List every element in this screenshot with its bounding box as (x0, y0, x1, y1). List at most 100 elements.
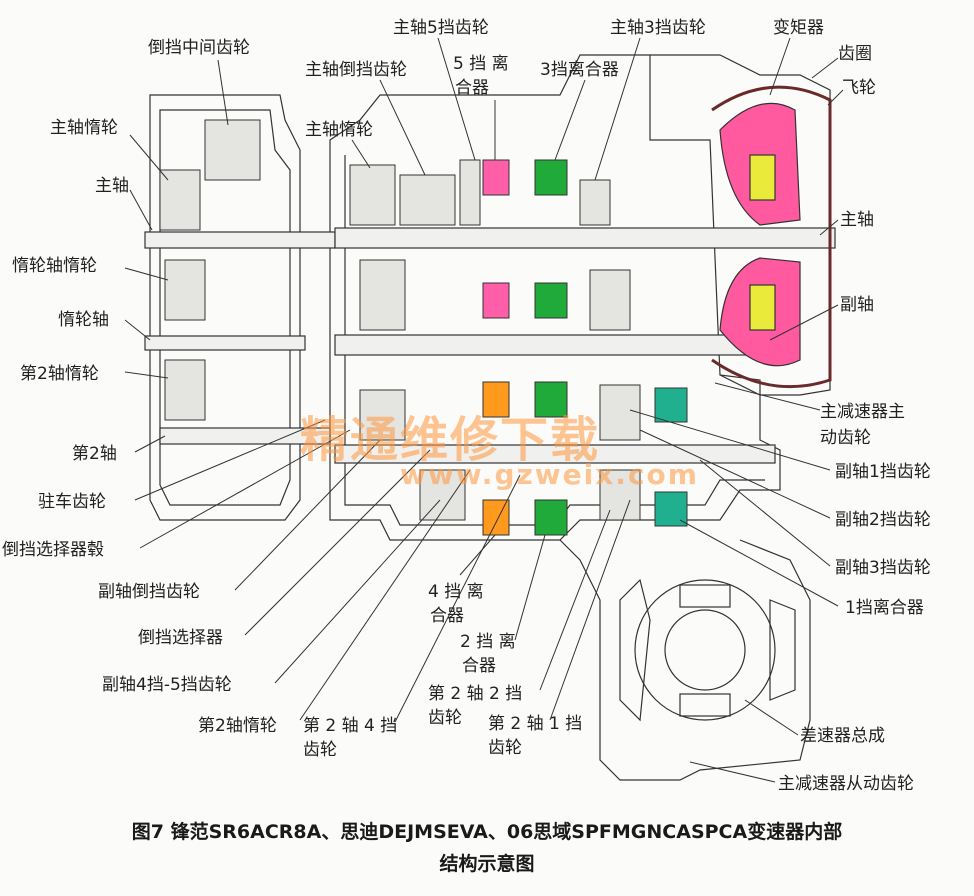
leader-clutch-2nd (514, 534, 546, 641)
clutch-5th-lower (482, 282, 510, 319)
label-flywheel: 飞轮 (842, 78, 876, 98)
label-idler-shaft: 惰轮轴 (58, 310, 109, 330)
leader-ss2-2nd (539, 509, 611, 691)
label-clutch-2nd-a: 2 挡 离 (460, 632, 516, 652)
leader-ss2-1st (549, 499, 631, 721)
watermark-title: 精通维修下载 (300, 412, 601, 468)
leader-counter-1st (629, 409, 831, 471)
label-ss2-2nd-a: 第 2 轴 2 挡 (428, 684, 523, 704)
differential-gear-bottom (679, 693, 731, 717)
leader-idler-shaft-idler (124, 267, 169, 281)
label-counter-3rd: 副轴3挡齿轮 (835, 558, 931, 578)
label-ss2-1st-b: 齿轮 (488, 738, 522, 758)
leader-main-idler-center (351, 139, 371, 169)
leader-ss2-idler (299, 469, 471, 721)
differential-inner (664, 609, 746, 691)
leader-countershaft (769, 304, 839, 341)
label-ss2-4th-a: 第 2 轴 4 挡 (303, 716, 398, 736)
second-shaft-left (159, 427, 331, 445)
main-idler-gear-left (159, 169, 201, 231)
clutch-2nd-upper (534, 381, 568, 418)
label-park-gear: 驻车齿轮 (38, 492, 106, 512)
leader-main-3rd (594, 37, 641, 181)
label-second-shaft-idler-left: 第2轴惰轮 (20, 364, 99, 384)
left-case-outline (149, 94, 301, 521)
leader-main-reverse (379, 79, 426, 176)
leader-main-5th (437, 37, 476, 161)
leader-final-driven (689, 761, 776, 783)
label-idler-shaft-idler: 惰轮轴惰轮 (12, 256, 97, 276)
label-final-drive-b: 动齿轮 (820, 428, 871, 448)
differential-outline (634, 579, 776, 721)
differential-bearing-right (769, 599, 796, 701)
label-final-driven: 主减速器从动齿轮 (778, 774, 914, 794)
clutch-1st-upper (654, 387, 688, 423)
label-counter-45: 副轴4挡-5挡齿轮 (102, 675, 232, 695)
leader-main-shaft-left (129, 189, 153, 231)
leader-ring-gear (811, 57, 839, 79)
leader-converter (769, 37, 791, 96)
left-case-inner (159, 109, 291, 506)
leader-clutch-1st (679, 519, 839, 607)
leader-reverse-idler (217, 59, 229, 126)
caption-line-1: 图7 锋范SR6ACR8A、思迪DEJMSEVA、06思域SPFMGNCASPC… (131, 821, 843, 843)
label-main-reverse: 主轴倒挡齿轮 (305, 60, 407, 80)
label-main-shaft-right: 主轴 (840, 210, 874, 230)
label-final-drive-a: 主减速器主 (820, 402, 905, 422)
stator-lower (749, 284, 776, 331)
second-shaft-idler-gear-left (164, 359, 206, 421)
final-driven-gear (619, 578, 651, 722)
leader-reverse-selector (244, 449, 431, 636)
reverse-idler-gear (204, 119, 261, 181)
label-countershaft: 副轴 (840, 295, 874, 315)
leader-main-shaft-right (819, 219, 839, 236)
label-clutch-2nd-b: 合器 (462, 656, 496, 676)
clutch-3rd-lower (534, 282, 568, 319)
label-counter-reverse: 副轴倒挡齿轮 (98, 582, 200, 602)
label-converter: 变矩器 (773, 18, 824, 38)
label-reverse-selector: 倒挡选择器 (138, 628, 223, 648)
main-5th-gear (459, 159, 481, 226)
label-ss2-1st-a: 第 2 轴 1 挡 (488, 714, 583, 734)
idler-shaft (144, 335, 306, 351)
label-main-3rd: 主轴3挡齿轮 (610, 18, 706, 38)
label-clutch-4th-b: 合器 (430, 606, 464, 626)
label-differential: 差速器总成 (800, 726, 885, 746)
label-main-shaft-left: 主轴 (95, 176, 129, 196)
label-reverse-idler: 倒挡中间齿轮 (148, 38, 250, 58)
label-clutch-3rd: 3挡离合器 (540, 60, 619, 80)
leader-second-shaft-left (134, 435, 166, 453)
clutch-3rd-upper (534, 159, 568, 196)
label-second-shaft-left: 第2轴 (72, 444, 117, 464)
counter-reverse-gear (359, 389, 406, 441)
leader-final-drive (714, 382, 821, 411)
label-clutch-5th-b: 合器 (455, 78, 489, 98)
label-clutch-5th-a: 5 挡 离 (453, 54, 509, 74)
label-main-5th: 主轴5挡齿轮 (393, 18, 489, 38)
leader-counter-reverse (234, 439, 381, 591)
label-clutch-4th-a: 4 挡 离 (428, 582, 484, 602)
main-housing-outline (329, 54, 781, 541)
label-counter-2nd: 副轴2挡齿轮 (835, 510, 931, 530)
clutch-1st-lower (654, 491, 688, 527)
label-main-idler-left: 主轴惰轮 (50, 118, 118, 138)
label-ring-gear: 齿圈 (838, 44, 872, 64)
counter-2nd-gear (599, 469, 641, 521)
leader-counter-3rd (699, 459, 831, 567)
watermark-url: www.gzweix.com (400, 458, 699, 491)
caption-line-2: 结构示意图 (439, 853, 535, 875)
leader-differential (744, 699, 799, 736)
label-ss2-4th-b: 齿轮 (303, 740, 337, 760)
leader-clutch-3rd (554, 79, 586, 161)
leader-reverse-hub (139, 429, 351, 549)
clutch-4th-upper (482, 381, 510, 418)
label-ss2-idler: 第2轴惰轮 (198, 716, 277, 736)
leader-main-idler-left (129, 134, 169, 181)
clutch-2nd-lower (534, 499, 568, 536)
leader-clutch-4th (459, 534, 496, 576)
leader-second-shaft-idler-left (124, 371, 169, 379)
flywheel-ring (711, 85, 832, 389)
leader-idler-shaft (124, 319, 151, 341)
